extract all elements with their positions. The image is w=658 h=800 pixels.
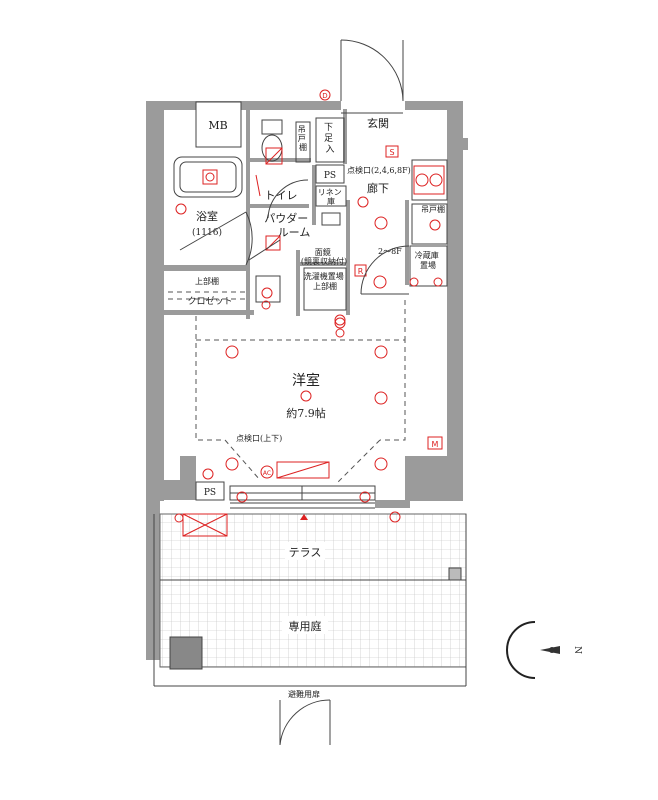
linen-2: 庫 [327,196,335,206]
compass-n-label: N [572,646,582,654]
bathroom: 浴室 (1116) [173,156,253,266]
mb-label: MB [208,119,227,132]
powder-1: パウダー [264,211,308,225]
closet-label: クロゼット [187,295,232,307]
powder-2: ルーム [278,226,311,239]
tenken2-label: 点検口(上下) [236,433,282,443]
reizoko-label: 冷蔵庫 置場 [415,250,442,270]
floors-label: 2～8F [378,247,402,256]
ps-bottom-label: PS [204,488,216,498]
terrace-garden: テラス 専用庭 [153,511,467,687]
geta-3: 入 [325,144,334,155]
switch-box [385,145,399,158]
shoe-cabinet-label: 下 足 入 [324,123,336,155]
bath-label: 浴室 [196,209,218,223]
sentaku-2: 上部棚 [313,281,337,291]
drain [448,567,462,581]
rouka-label: 廊下 [367,181,389,195]
hatch [169,636,203,670]
d-symbol: D [322,92,327,100]
terrace-label: テラス [289,546,322,559]
youshitsu-size-label: 約7.9帖 [286,406,326,420]
shoe-cabinet [315,117,345,163]
escape-door: 避難用扉 [278,688,331,746]
main-room: 洋室 約7.9帖 点検口(上下) AC M [195,300,443,483]
closet: 上部棚 クロゼット [168,276,246,307]
sentaku-1: 洗濯機置場 [304,271,344,281]
r-symbol: R [358,267,364,276]
ps-top-label: PS [324,171,336,181]
ps-bottom-box [195,481,225,501]
kitchen: 吊戸棚 冷蔵庫 置場 [409,159,448,287]
garden-label: 専用庭 [289,619,322,633]
youshitsu-label: 洋室 [292,372,320,389]
jobudana-label: 上部棚 [195,276,219,286]
switch-s-label: S [389,148,394,157]
ac-symbol: AC [263,470,271,477]
powder-room: パウダー ルーム 面鏡 (鏡裏収納付) 洗濯機置場 上部棚 [248,211,347,338]
tsuridana-label: 吊 戸 棚 [298,125,309,152]
balcony-window [229,485,376,509]
ps-top-box [315,164,345,184]
hinan-label: 避難用扉 [288,689,320,699]
genkan-label: 玄関 [367,116,389,130]
geta-1: 下 [324,123,333,133]
td-2: 戸 [298,134,306,143]
toilet-area: 吊 戸 棚 トイレ [255,119,311,219]
td-1: 吊 [298,125,306,134]
meter-symbol: M [432,440,439,449]
td-3: 棚 [299,142,307,152]
menkyo-1: 面鏡 [315,247,331,257]
walls [146,101,468,660]
mb-box [195,101,242,148]
sentaku-label: 洗濯機置場 上部棚 [304,271,347,291]
reizoko-2: 置場 [420,260,436,270]
geta-2: 足 [324,133,333,144]
linen-label: リネン 庫 [318,188,345,206]
tsuridana2-label: 吊戸棚 [421,204,445,214]
tenken1-label: 点検口(2,4,6,8F) [347,165,411,175]
bath-size-label: (1116) [192,227,222,238]
powder-label: パウダー ルーム [264,211,312,239]
entrance-door [340,39,404,102]
toilet-label: トイレ [265,189,298,202]
reizoko-1: 冷蔵庫 [415,250,439,260]
menkyo-label: 面鏡 (鏡裏収納付) [301,247,347,266]
linen-1: リネン [318,188,342,197]
menkyo-2: (鏡裏収納付) [301,256,347,266]
compass: N [506,621,582,679]
corridor-equipment: R 2～8F D [319,89,410,295]
linen-box [315,185,347,207]
